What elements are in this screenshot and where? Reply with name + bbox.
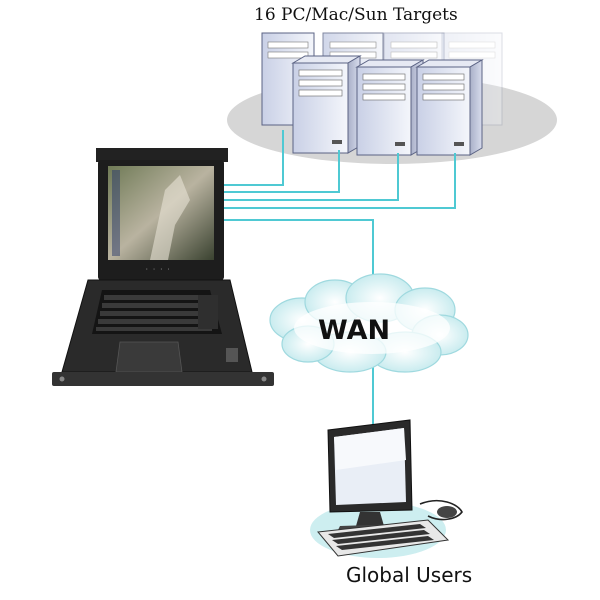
cloud-icon	[269, 273, 469, 373]
link-server-3	[222, 153, 399, 201]
link-server-1	[222, 130, 284, 186]
rack-console-icon: · · · ·	[52, 148, 274, 386]
server-tower-icon	[415, 59, 484, 156]
connection-lines	[222, 130, 456, 425]
link-wan	[222, 219, 374, 300]
link-server-4	[222, 153, 456, 209]
server-tower-icon	[291, 55, 362, 154]
svg-text:· · · ·: · · · ·	[145, 266, 170, 273]
desktop-workstation-icon	[310, 419, 463, 558]
server-tower-icon	[355, 59, 425, 156]
wan-label: WAN	[318, 315, 390, 346]
users-label: Global Users	[346, 563, 472, 587]
link-server-2	[222, 150, 340, 193]
targets-label: 16 PC/Mac/Sun Targets	[254, 5, 458, 25]
